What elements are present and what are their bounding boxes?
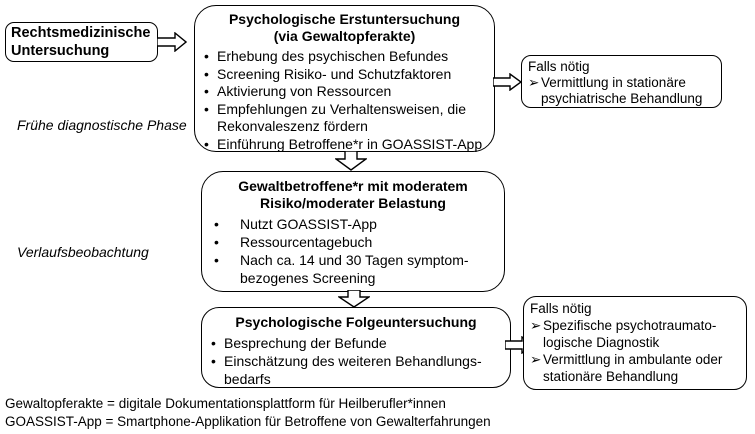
arrowhead-bullet-icon: ➢ — [528, 75, 540, 90]
monitoring-title-line1: Gewaltbetroffene*r mit moderatem — [238, 178, 468, 194]
box-initial-exam: Psychologische Erstuntersuchung (via Gew… — [194, 5, 495, 152]
footnote-goassist-app: GOASSIST-App = Smartphone-Applikation fü… — [5, 413, 491, 429]
bullet-icon: • — [211, 353, 216, 369]
bullet-icon: • — [204, 65, 209, 82]
list-item: • Erhebung des psychischen Befundes — [204, 48, 490, 66]
side-box-header: Falls nötig — [528, 59, 590, 74]
bullet-text: Einschätzung des weiteren Behandlungs- b… — [224, 353, 482, 387]
box-monitoring: Gewaltbetroffene*r mit moderatem Risiko/… — [201, 171, 505, 292]
bullet-icon: • — [214, 216, 219, 232]
bullet-text: Screening Risiko- und Schutzfaktoren — [217, 65, 452, 82]
list-item: • Einschätzung des weiteren Behandlungs-… — [211, 352, 506, 388]
bullet-text: Einführung Betroffene*r in GOASSIST-App — [217, 135, 483, 152]
footnotes: Gewaltopferakte = digitale Dokumentation… — [5, 395, 491, 430]
bullet-text: Nach ca. 14 und 30 Tagen symptom- bezoge… — [240, 252, 469, 286]
bullet-text: Ressourcentagebuch — [240, 234, 373, 250]
list-item: • Empfehlungen zu Verhaltensweisen, die … — [204, 101, 490, 136]
initial-exam-title-line2: (via Gewaltopferakte) — [273, 28, 416, 44]
side-box-trauma-diagnostics-referral: Falls nötig ➢ Spezifische psychotraumato… — [523, 296, 747, 390]
bullet-icon: • — [214, 234, 219, 250]
bullet-icon: • — [204, 48, 209, 64]
footnote-gewaltopferakte: Gewaltopferakte = digitale Dokumentation… — [5, 396, 446, 411]
phase-label-course-observation: Verlaufsbeobachtung — [17, 244, 149, 260]
side-box-header: Falls nötig — [530, 301, 592, 316]
initial-exam-title-line1: Psychologische Erstuntersuchung — [228, 11, 461, 27]
flow-arrow-right-icon — [157, 32, 187, 52]
bullet-icon: • — [204, 135, 209, 152]
flow-arrow-down-icon — [335, 151, 367, 171]
followup-title: Psychologische Folgeuntersuchung — [235, 314, 477, 330]
arrow-item-text: Vermittlung in stationäre psychiatrische… — [541, 75, 703, 106]
bullet-icon: • — [204, 100, 209, 117]
bullet-text: Besprechung der Befunde — [224, 335, 387, 351]
arrowhead-bullet-icon: ➢ — [530, 318, 542, 333]
list-item: ➢ Spezifische psychotraumato- logische D… — [530, 317, 746, 351]
list-item: • Aktivierung von Ressourcen — [204, 83, 490, 101]
bullet-text: Aktivierung von Ressourcen — [217, 83, 392, 99]
bullet-text: Erhebung des psychischen Befundes — [217, 48, 449, 64]
list-item: • Besprechung der Befunde — [211, 334, 506, 352]
arrowhead-bullet-icon: ➢ — [530, 352, 542, 367]
arrow-item-text: Vermittlung in ambulante oder stationäre… — [543, 352, 723, 384]
flow-arrow-right-icon — [493, 73, 522, 91]
list-item: • Nutzt GOASSIST-App — [214, 215, 500, 233]
bullet-icon: • — [211, 335, 216, 351]
source-box-line1: Rechtsmedizinische — [11, 25, 151, 41]
bullet-icon: • — [214, 252, 219, 268]
bullet-icon: • — [204, 83, 209, 99]
box-followup-exam: Psychologische Folgeuntersuchung • Bespr… — [201, 307, 511, 388]
list-item: • Nach ca. 14 und 30 Tagen symptom- bezo… — [214, 251, 500, 287]
monitoring-title-line2: Risiko/moderater Belastung — [260, 195, 446, 211]
arrow-item-text: Spezifische psychotraumato- logische Dia… — [543, 318, 717, 350]
flow-arrow-down-icon — [338, 290, 370, 308]
phase-label-early-diagnostic: Frühe diagnostische Phase — [17, 117, 187, 133]
bullet-text: Nutzt GOASSIST-App — [240, 216, 377, 232]
list-item: ➢ Vermittlung in stationäre psychiatrisc… — [528, 75, 721, 107]
list-item: • Screening Risiko- und Schutzfaktoren — [204, 66, 490, 84]
source-box-line2: Untersuchung — [11, 43, 110, 59]
bullet-text: Empfehlungen zu Verhaltensweisen, die Re… — [217, 100, 467, 135]
list-item: ➢ Vermittlung in ambulante oder stationä… — [530, 351, 746, 385]
source-box-rechtsmedizinische-untersuchung: Rechtsmedizinische Untersuchung — [5, 22, 158, 62]
list-item: • Ressourcentagebuch — [214, 233, 500, 251]
list-item: • Einführung Betroffene*r in GOASSIST-Ap… — [204, 136, 490, 154]
side-box-inpatient-referral: Falls nötig ➢ Vermittlung in stationäre … — [521, 55, 722, 108]
